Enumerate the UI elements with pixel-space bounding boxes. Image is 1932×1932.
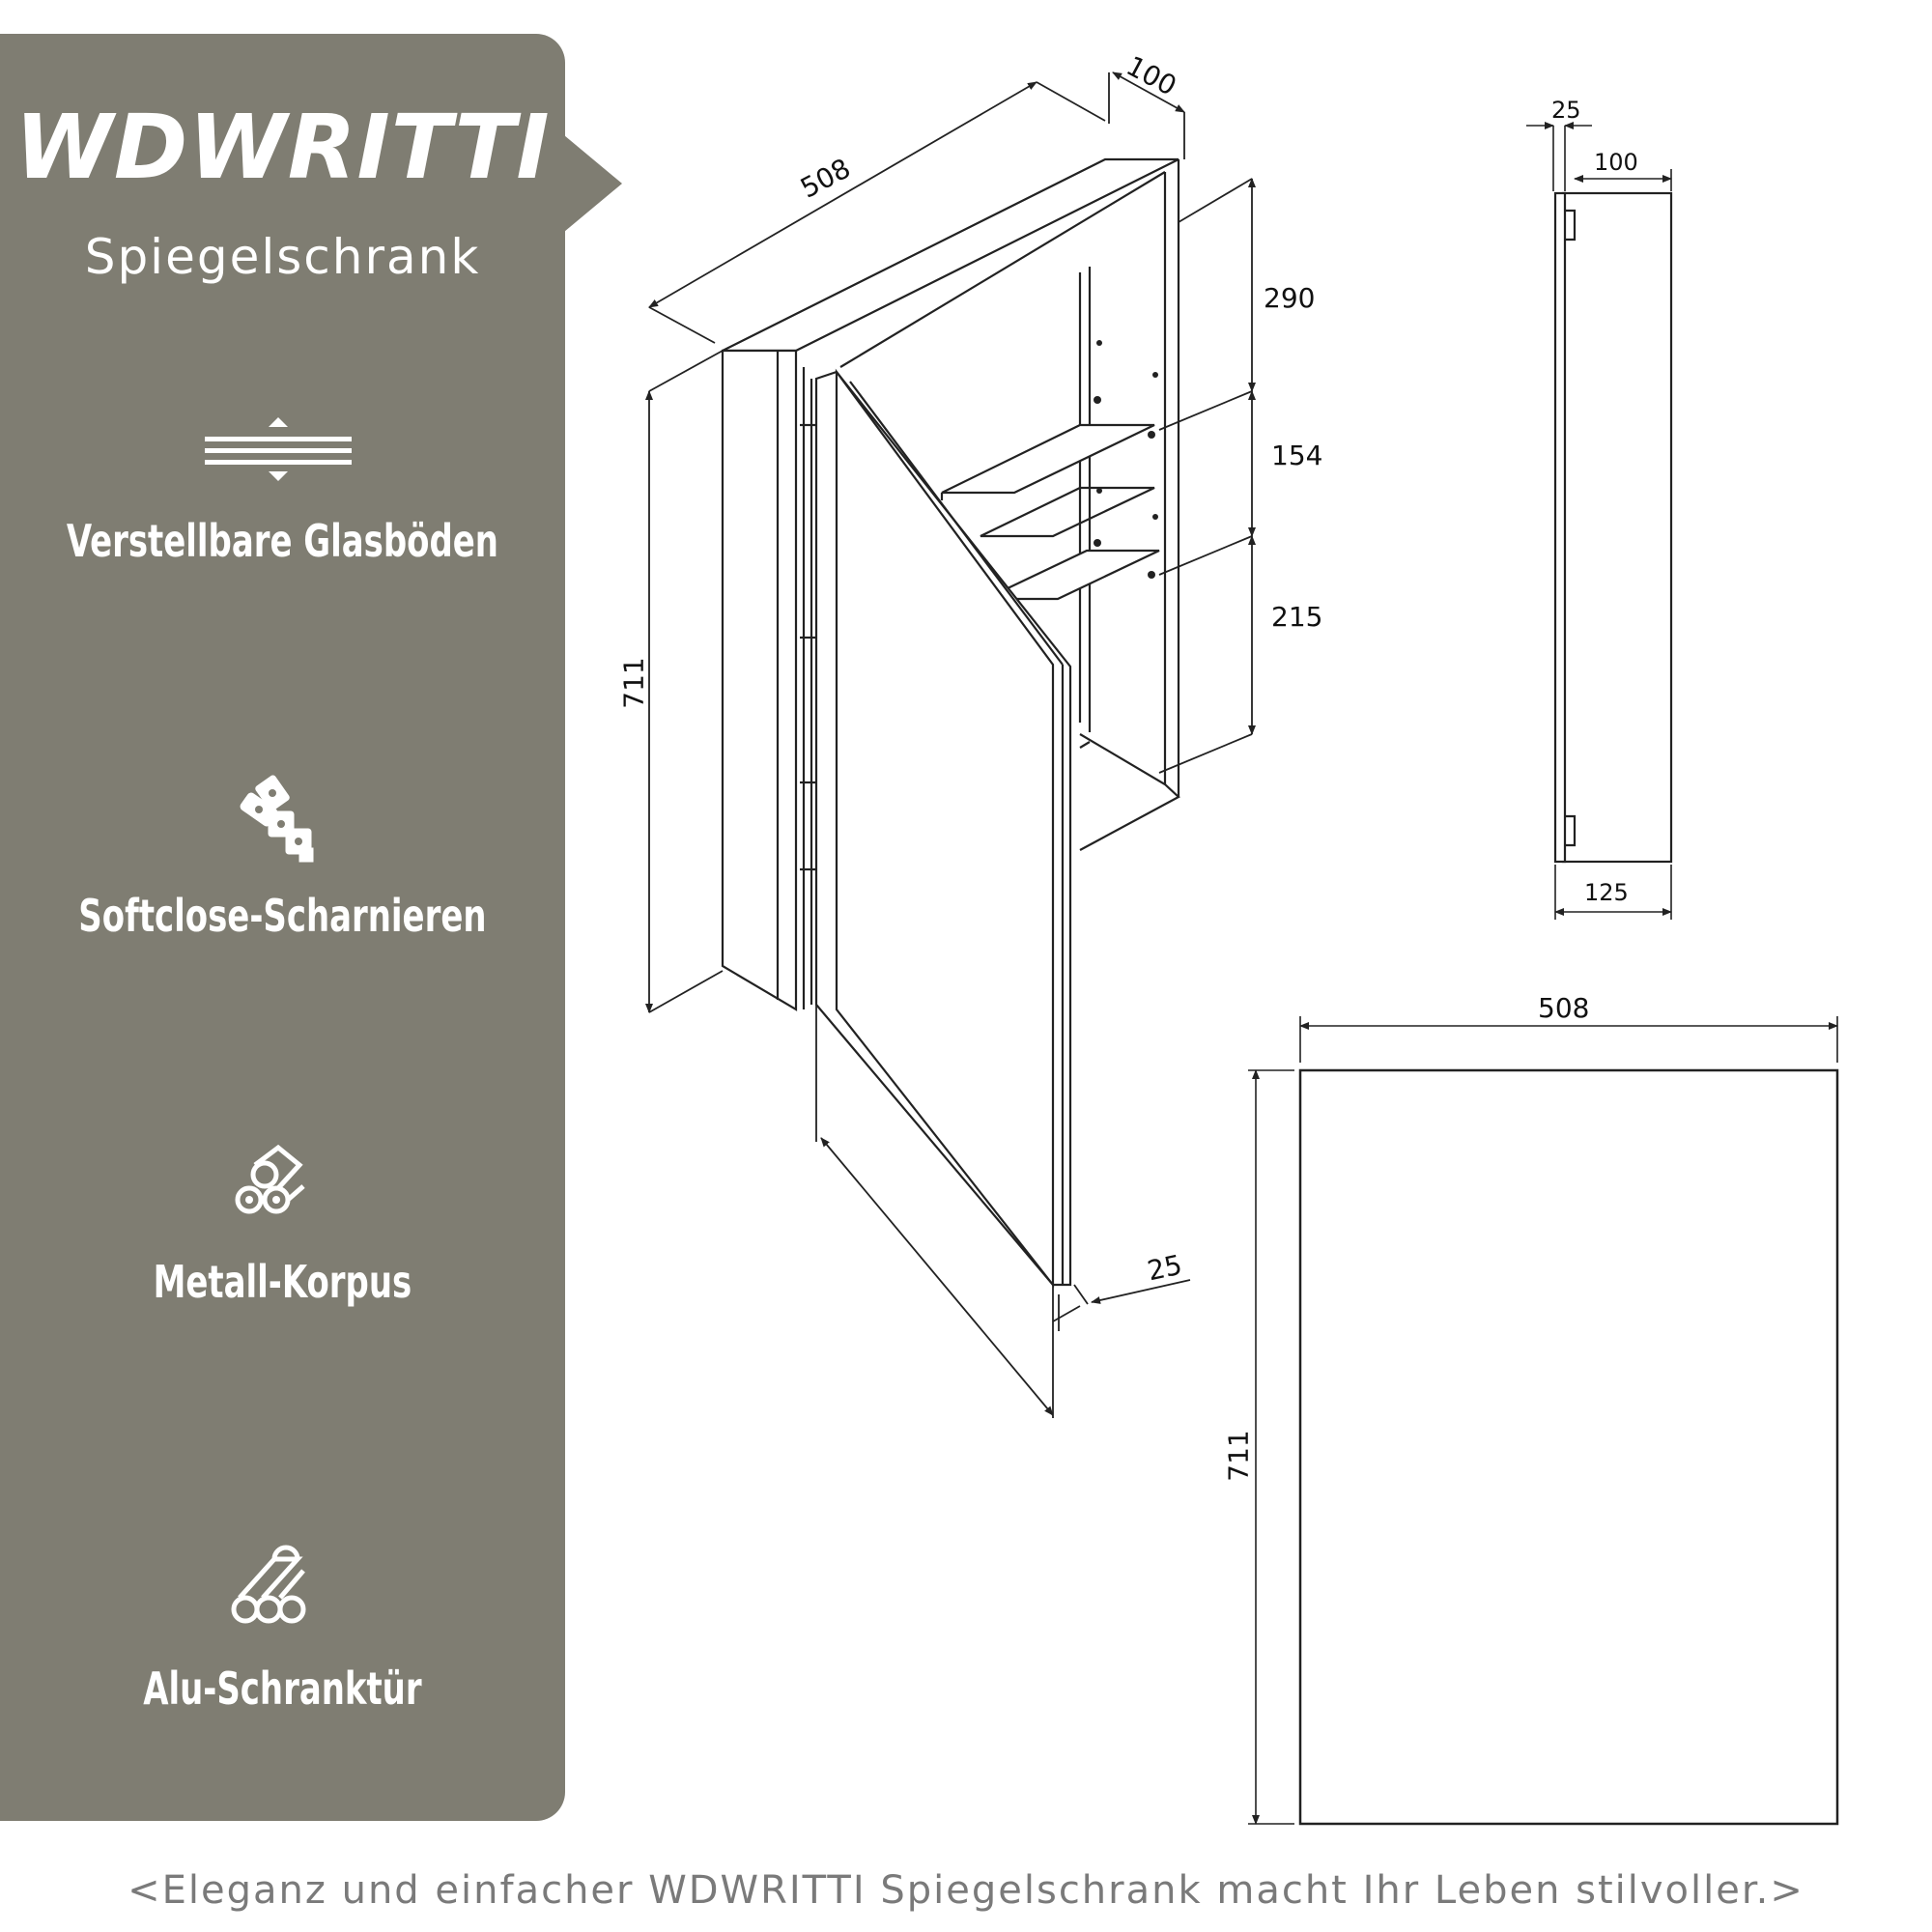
dim-front-height: 711 (1222, 1430, 1255, 1482)
side-view-dimension-lines (1526, 122, 1672, 920)
feature-label-hinges: Softclose-Scharnieren (78, 890, 487, 942)
front-view-dimension-lines (1248, 1016, 1838, 1825)
isometric-cabinet (721, 157, 1180, 1289)
sidebar-pointer (564, 135, 622, 232)
dim-side-total: 125 (1584, 879, 1629, 906)
feature-sidebar (0, 34, 565, 1821)
front-view (1298, 1068, 1839, 1826)
brand-name: WDWRITTI (14, 96, 551, 199)
hinge-icon (240, 775, 314, 863)
adjustable-shelf-icon (205, 417, 352, 481)
dim-shelf-mid: 154 (1271, 440, 1323, 471)
dim-side-door: 25 (1551, 97, 1581, 124)
dim-shelf-top: 290 (1264, 282, 1316, 314)
aluminium-bars-icon (231, 1545, 306, 1624)
footer-slogan: <Eleganz und einfacher WDWRITTI Spiegels… (128, 1868, 1804, 1913)
dim-front-width: 508 (1538, 992, 1590, 1024)
feature-label-body: Metall-Korpus (153, 1256, 412, 1308)
dim-door-thickness: 25 (1144, 1248, 1185, 1288)
feature-label-door: Alu-Schranktür (143, 1662, 422, 1715)
dim-shelf-bottom: 215 (1271, 601, 1323, 633)
product-subtitle: Spiegelschrank (84, 229, 481, 285)
feature-label-shelves: Verstellbare Glasböden (66, 515, 498, 567)
dim-side-depth: 100 (1594, 149, 1638, 176)
side-view (1553, 191, 1673, 864)
iso-dimension-lines (645, 71, 1256, 1418)
metal-rolls-icon (235, 1144, 305, 1214)
dim-iso-height: 711 (617, 657, 650, 709)
